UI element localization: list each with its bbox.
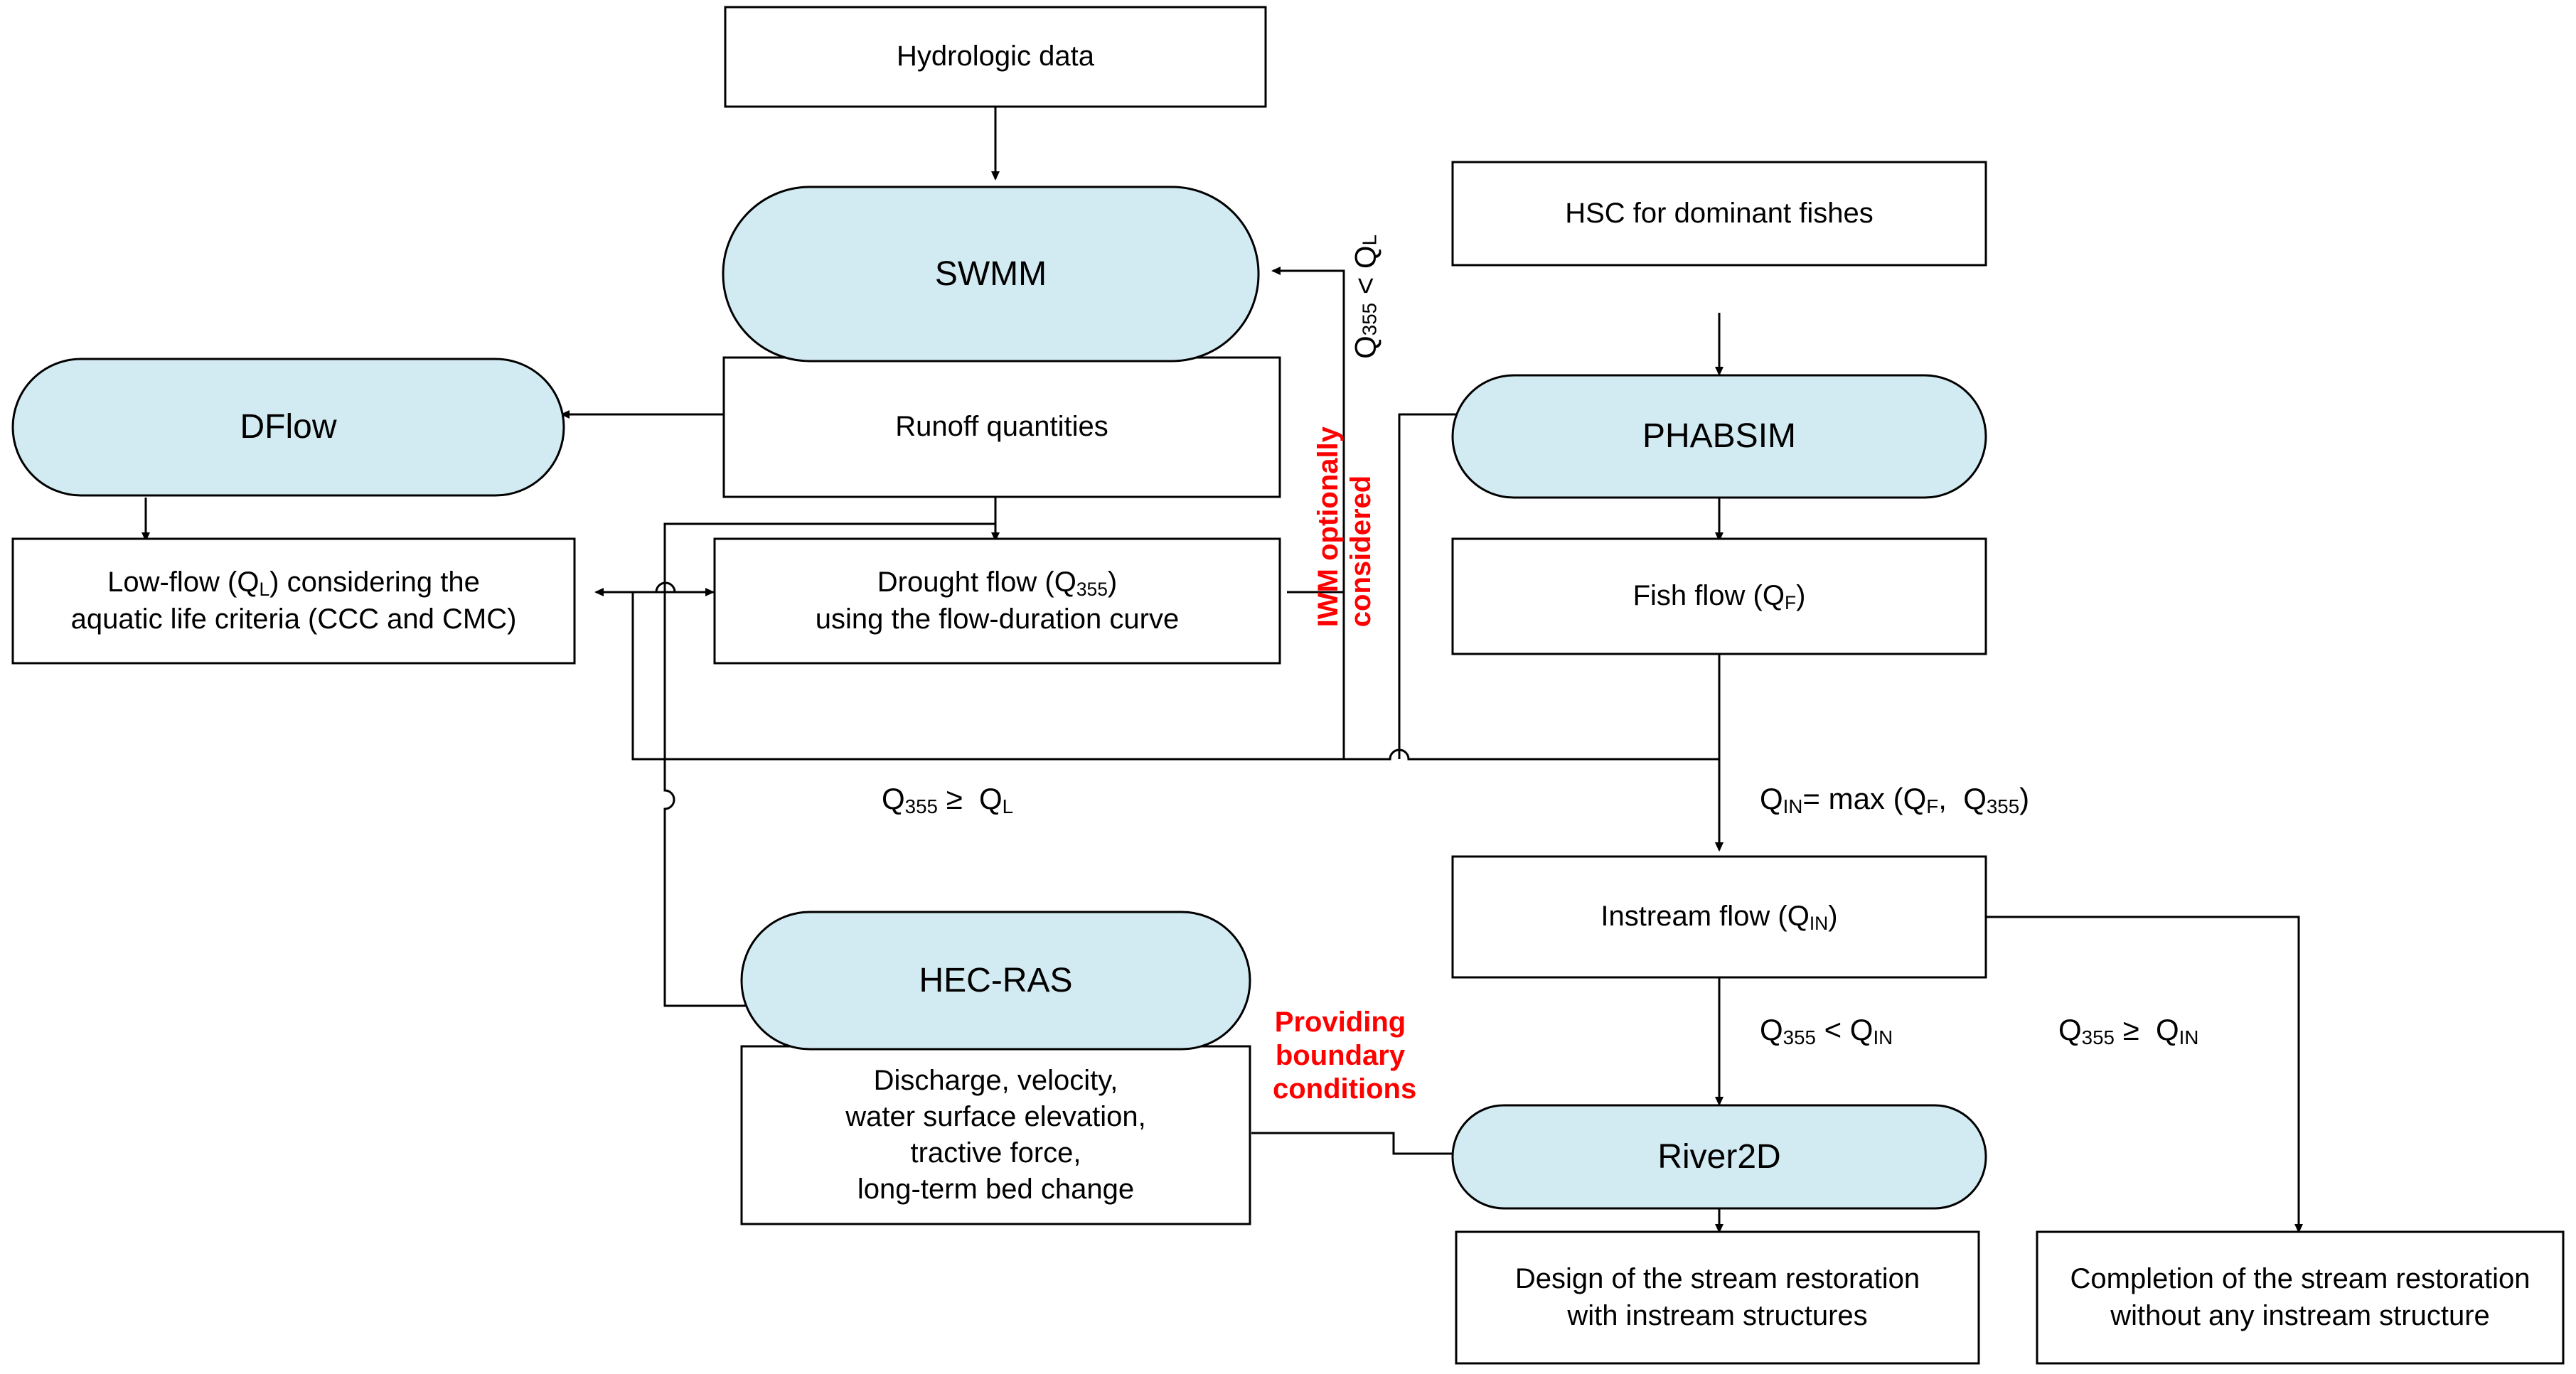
edge-label-q355-ge-qin: Q355 ≥ QIN (2058, 1013, 2199, 1049)
node-design-restoration (1455, 1230, 1980, 1365)
node-hydrologic-data (724, 6, 1267, 108)
node-river2d (1451, 1104, 1987, 1210)
riser-hecras (663, 522, 995, 1010)
edge-q355-ge-ql-run (633, 748, 1723, 852)
node-completion (2036, 1230, 2565, 1365)
node-runoff-quantities (722, 356, 1281, 498)
edge-label-iwm-optional: IWM optionally considered (1313, 426, 1377, 628)
node-dflow (11, 358, 565, 497)
node-phabsim (1451, 374, 1987, 499)
edge-drought-lowflow-right (633, 581, 715, 596)
edge-outputs-to-river2d (1251, 1132, 1463, 1158)
node-hsc (1451, 161, 1987, 267)
edge-instream-to-completion (1986, 916, 2303, 1233)
node-swmm (722, 186, 1260, 363)
node-instream-flow (1451, 855, 1987, 979)
node-low-flow (11, 537, 576, 665)
edge-label-qin-max: QIN= max (QF, Q355) (1760, 782, 2030, 818)
edge-iwm-to-phabsim (1398, 410, 1477, 759)
edge-label-q355-lt-ql: Q355 < QL (1348, 235, 1382, 359)
edge-q355-lt-ql-feedback (1271, 267, 1345, 592)
edge-label-q355-lt-qin: Q355 < QIN (1760, 1013, 1893, 1049)
node-hec-ras (740, 911, 1251, 1051)
edge-label-providing-bc: Providing boundary conditions (1273, 1007, 1417, 1105)
edge-label-q355-ge-ql: Q355 ≥ QL (882, 782, 1014, 818)
node-fish-flow (1451, 537, 1987, 655)
node-hecras-outputs (740, 1045, 1251, 1225)
node-drought-flow (713, 537, 1281, 665)
